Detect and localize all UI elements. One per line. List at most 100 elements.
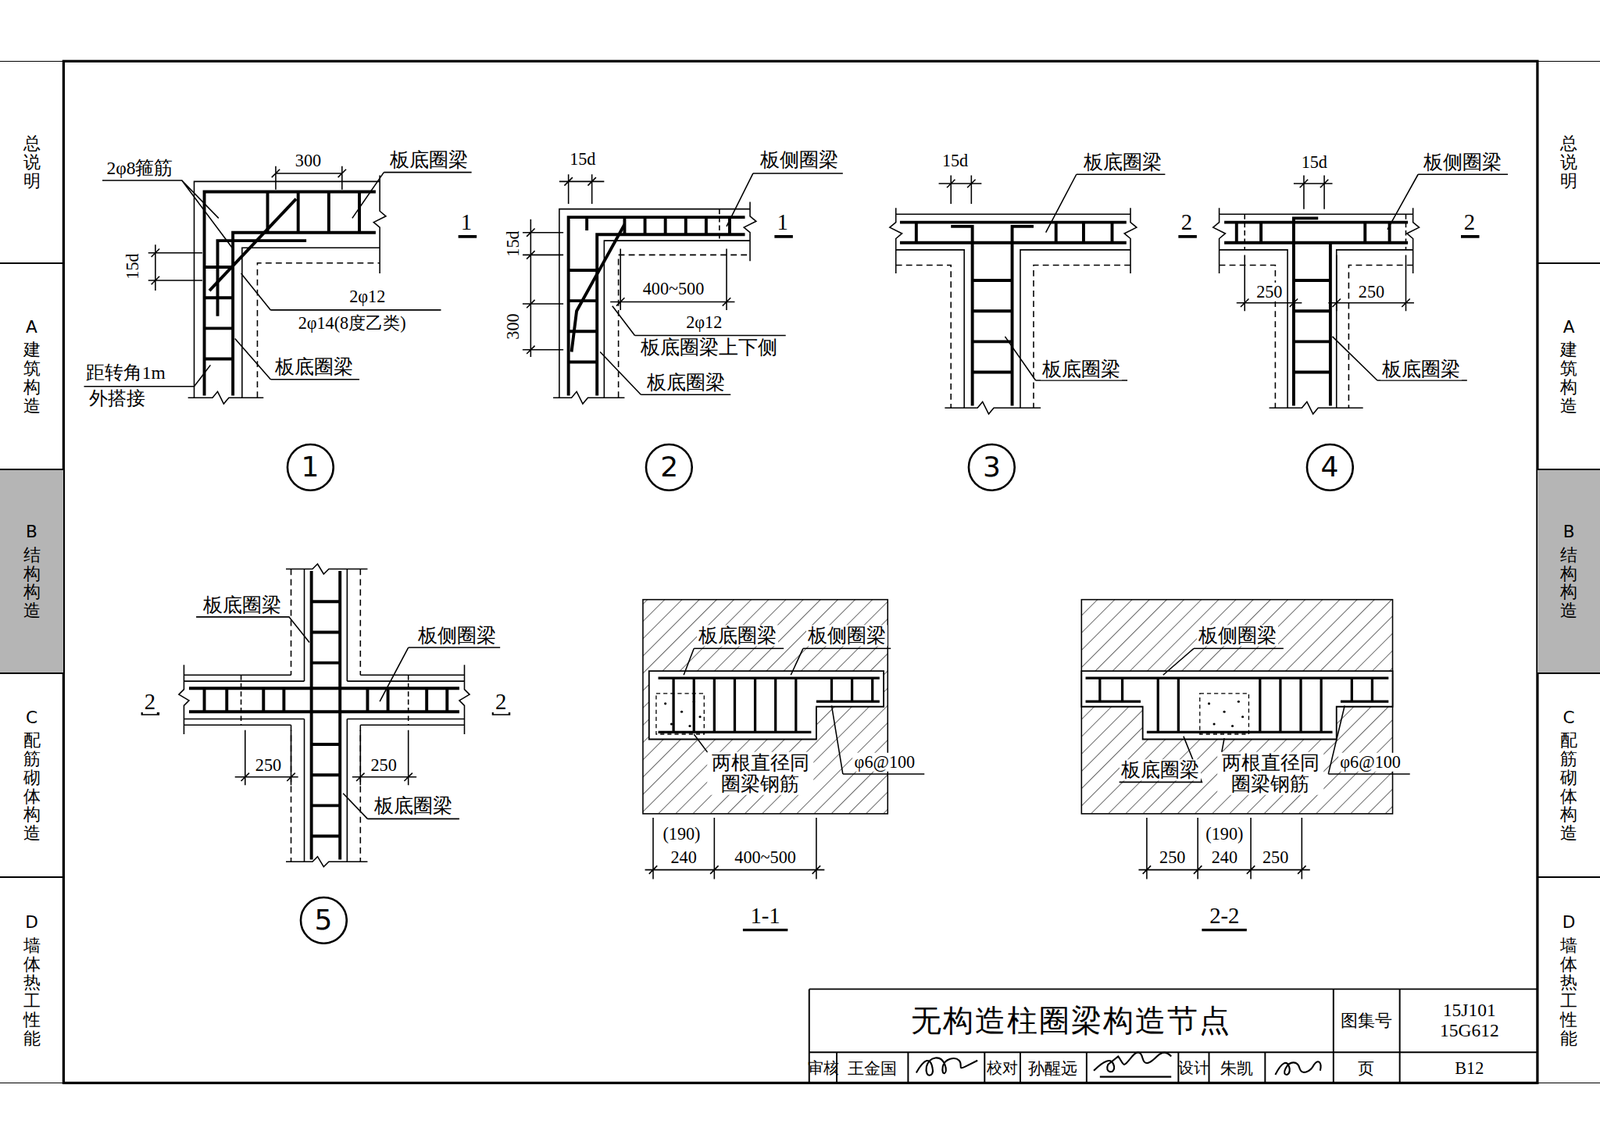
detail-callout-circle: 5 (299, 896, 349, 946)
section-mark: 2 (493, 689, 508, 715)
tab-text: 配筋砌体构造 (23, 731, 41, 843)
dimension-text: (190) (1203, 825, 1245, 844)
section-tab: D 墙体热工性能 (1537, 877, 1600, 1084)
detail-callout-circle: 4 (1305, 442, 1355, 493)
title-block-cell: 孙醒远 (1026, 1059, 1079, 1078)
section-mark: 2 (1462, 210, 1477, 236)
annotation-label: φ6@100 (853, 752, 918, 772)
section-mark: 2 (142, 689, 158, 715)
section-tab: A建筑构造 (1537, 263, 1600, 470)
annotation-label: 板底圈梁 (645, 371, 727, 393)
annotation-label: 板侧圈梁 (1196, 625, 1279, 647)
tab-text: 总说明 (23, 134, 41, 190)
annotation-label: 板底圈梁 (1082, 151, 1164, 173)
section-tab: B 结构构造 (0, 469, 64, 674)
annotation-label: 距转角1m (84, 363, 168, 384)
annotation-label: 板侧圈梁 (416, 625, 498, 647)
tab-text: 墙体热工性能 (1560, 936, 1578, 1049)
tab-text: A (1560, 317, 1578, 337)
section-tab: A 建筑构造 (0, 263, 64, 470)
annotation-label: 板底圈梁 (1380, 358, 1462, 380)
dimension-text: 15d (567, 150, 597, 169)
drawing-title: 无构造柱圈梁构造节点 (909, 1004, 1233, 1039)
title-block-cell: 图集号 (1339, 1011, 1394, 1031)
annotation-label: 板底圈梁 (1119, 759, 1201, 781)
annotation-label: 板底圈梁 (201, 594, 283, 616)
annotation-label: 两根直径同 圈梁钢筋 (707, 752, 814, 796)
annotation-label: 两根直径同 圈梁钢筋 (1217, 752, 1324, 796)
annotation-label: 板侧圈梁 (1421, 151, 1504, 173)
section-mark: 1 (775, 210, 790, 236)
title-block-cell: 页 (1356, 1059, 1376, 1078)
title-block-cell: 校对 (985, 1060, 1020, 1078)
dimension-text: 15d (1300, 152, 1329, 172)
section-mark: 1 (459, 210, 474, 236)
dimension-text: (190) (660, 825, 702, 844)
dimension-text: 240 (668, 848, 698, 868)
tab-text: B (1560, 522, 1578, 542)
title-block-cell: 设计 (1176, 1060, 1211, 1078)
title-block-cell: B12 (1453, 1058, 1486, 1078)
annotation-label: 板底圈梁 (273, 357, 355, 379)
annotation-label: φ6@100 (1338, 752, 1403, 772)
detail-callout-circle: 3 (967, 442, 1017, 493)
tab-text: D (23, 913, 41, 933)
annotation-label: 板底圈梁 (388, 149, 470, 171)
callout-number: 5 (314, 906, 333, 935)
tab-text: 墙体热工性能 (23, 936, 41, 1049)
dimension-text: 250 (1157, 848, 1187, 868)
annotation-label: 板侧圈梁 (758, 149, 840, 171)
section-mark: 2 (1179, 210, 1194, 236)
callout-number: 1 (301, 453, 320, 482)
tab-text: A (23, 317, 41, 337)
callout-number: 3 (982, 453, 1001, 482)
callout-number: 4 (1320, 453, 1339, 482)
detail-callout-circle: 1 (285, 442, 336, 493)
tab-text: 结构构造 (1560, 546, 1578, 621)
dimension-text: 250 (1254, 282, 1284, 301)
dimension-text: 15d (940, 151, 970, 171)
annotation-label: 板底圈梁 (696, 625, 779, 647)
annotation-label: 板底圈梁上下侧 (639, 337, 779, 359)
section-tab: C 配筋砌体构造 (1537, 673, 1600, 878)
dimension-text: 400~500 (732, 848, 798, 868)
dimension-text: 250 (253, 755, 283, 775)
dimension-text: 15d (503, 229, 523, 259)
tab-text: C (1560, 708, 1578, 728)
tab-text: 总说明 (1560, 134, 1578, 190)
section-tab: D 墙体热工性能 (0, 877, 64, 1084)
title-block-cell: 王金国 (846, 1059, 899, 1078)
title-block-cell: 朱凯 (1218, 1059, 1255, 1078)
dimension-text: 250 (1260, 848, 1290, 868)
section-tab: 总说明 (1537, 60, 1600, 264)
tab-text: 建筑构造 (23, 340, 41, 415)
section-tab: B 结构构造 (1537, 469, 1600, 674)
dimension-text: 300 (293, 151, 323, 171)
section-title: 2-2 (1207, 903, 1241, 929)
tab-text: C (23, 708, 41, 728)
dimension-text: 300 (503, 311, 523, 341)
tab-text: 结构构造 (23, 546, 41, 621)
annotation-label: 2φ12 (347, 287, 387, 307)
annotation-label: 外搭接 (87, 389, 147, 410)
section-tab: 总说明 (0, 60, 64, 264)
annotation-label: 板底圈梁 (1040, 358, 1122, 380)
annotation-label: 2φ14(8度乙类) (296, 314, 408, 333)
dimension-text: 250 (1357, 282, 1386, 301)
annotation-label: 2φ12 (684, 313, 724, 333)
section-tab: C 配筋砌体构造 (0, 673, 64, 878)
title-block-cell: 审核 (806, 1060, 841, 1078)
tab-text: D (1560, 913, 1578, 933)
section-title: 1-1 (748, 903, 782, 929)
annotation-label: 2φ8箍筋 (104, 158, 175, 179)
dimension-text: 240 (1210, 848, 1240, 868)
tab-text: B (23, 522, 41, 542)
dimension-text: 250 (368, 755, 398, 775)
callout-number: 2 (660, 453, 679, 482)
tab-text: 配筋砌体构造 (1560, 731, 1578, 843)
title-block-cell: 15J101 15G612 (1432, 1001, 1506, 1043)
detail-callout-circle: 2 (644, 442, 694, 493)
annotation-label: 板侧圈梁 (806, 625, 888, 647)
dimension-text: 400~500 (641, 278, 707, 298)
